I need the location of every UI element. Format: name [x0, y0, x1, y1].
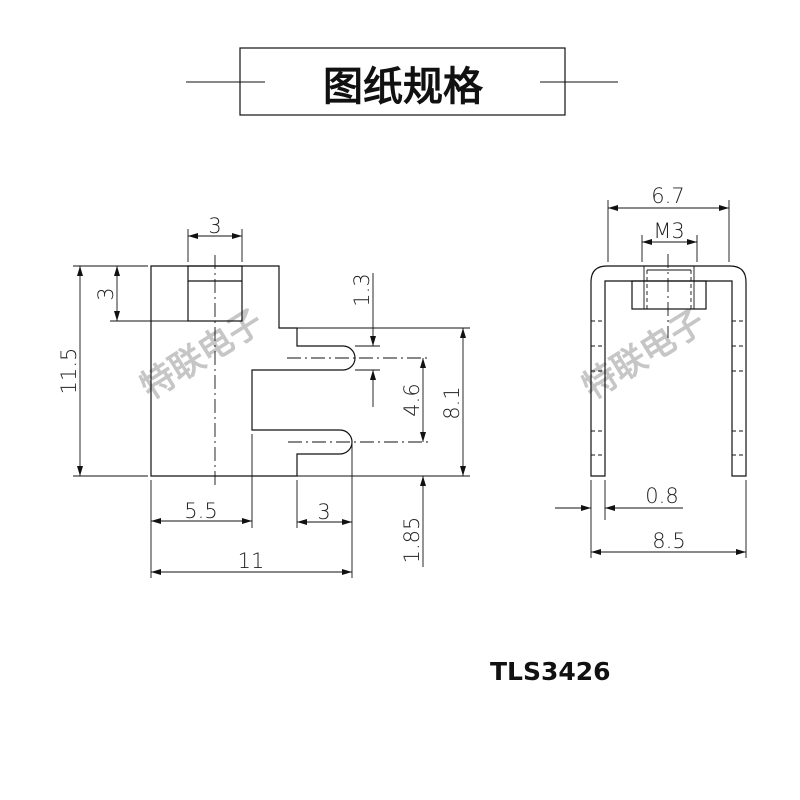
dim-total-height: 11.5	[57, 348, 81, 395]
title-block: 图纸规格	[186, 47, 618, 116]
dim-slot-pitch: 4.6	[400, 383, 424, 416]
dim-hole-width: 3	[208, 214, 221, 238]
watermark: 特联电子	[134, 302, 271, 408]
dim-thickness: 0.8	[645, 484, 678, 508]
dim-bottom-offset: 1.85	[400, 517, 424, 564]
front-view: 3 11.5 3 1.3 4.6 8.1 1.85 5.5 3 11	[57, 214, 470, 578]
dim-offset-1-3: 1.3	[350, 273, 374, 306]
model-number: TLS3426	[490, 657, 611, 686]
dim-right-height: 8.1	[440, 386, 464, 419]
side-view: 6.7 M3 0.8 8.5	[555, 184, 747, 558]
dim-top-width: 6.7	[651, 184, 684, 208]
dim-thread: M3	[653, 219, 684, 243]
watermark: 特联电子	[576, 302, 713, 408]
dim-total-width: 11	[238, 549, 265, 573]
dim-left-width: 5.5	[184, 499, 217, 523]
page-title: 图纸规格	[323, 64, 484, 110]
dim-slot-width: 3	[317, 500, 330, 524]
dim-hole-height: 3	[94, 287, 118, 300]
dim-side-total-width: 8.5	[652, 529, 685, 553]
